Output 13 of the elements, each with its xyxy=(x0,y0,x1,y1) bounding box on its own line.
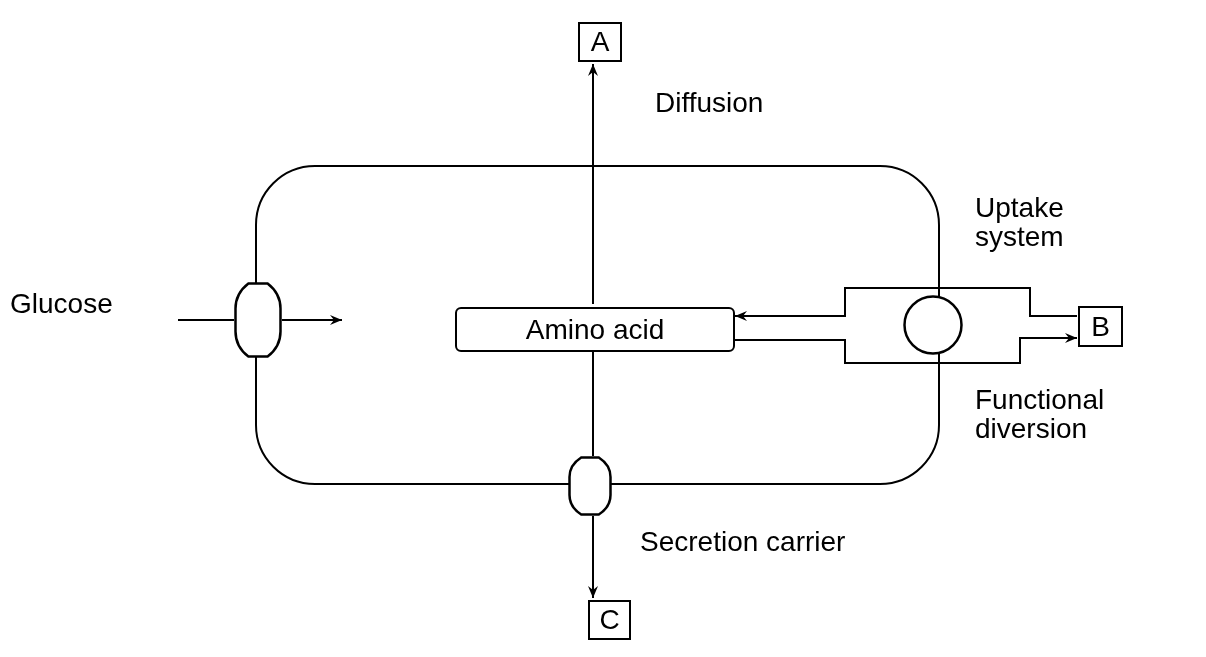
arrow xyxy=(588,515,598,599)
uptake-carrier-circle xyxy=(903,295,963,355)
arrow xyxy=(734,333,1078,364)
arrow xyxy=(588,63,598,305)
product-box: Amino acid xyxy=(455,307,735,352)
label-box: A xyxy=(578,22,622,62)
label-box: C xyxy=(588,600,631,640)
carrier-protein xyxy=(568,456,612,516)
label-box: B xyxy=(1078,306,1123,347)
arrow xyxy=(281,315,343,325)
carrier-protein xyxy=(234,282,282,358)
substrate-label: Glucose xyxy=(10,286,178,322)
arrow xyxy=(734,287,1078,321)
